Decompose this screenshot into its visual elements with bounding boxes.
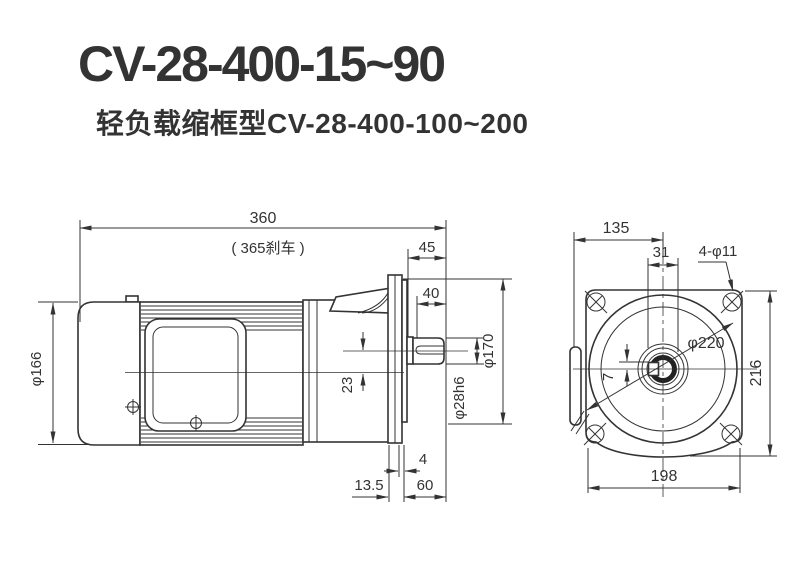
dim-motor-diameter: φ166	[28, 352, 45, 387]
dim-flange-width: 198	[651, 468, 678, 485]
side-dimensions: 360 ( 365刹车 ) 45 40 φ166 φ170 φ28h6 23	[28, 210, 512, 502]
bolt-hole-icon	[720, 290, 744, 314]
front-dimensions: 135 31 4-φ11 φ220 216 7 198	[573, 220, 777, 493]
cap-tab	[125, 295, 139, 303]
dim-center-to-edge: 135	[603, 220, 630, 237]
bolt-hole-icon	[583, 422, 607, 446]
screw-icon	[125, 399, 141, 415]
shaft-base	[406, 336, 414, 365]
dim-pilot-diameter: φ170	[480, 334, 497, 369]
fan-cover	[77, 301, 141, 446]
side-tab	[569, 346, 582, 426]
dim-key-height: 7	[600, 373, 617, 381]
dim-mounting-holes: 4-φ11	[699, 243, 738, 260]
nameplate-frame	[144, 318, 247, 432]
dim-pilot-circle: φ220	[687, 335, 724, 352]
dim-brake-note: ( 365刹车 )	[231, 240, 304, 257]
dim-shaft-length: 40	[423, 285, 440, 302]
break-mark	[570, 410, 585, 432]
bolt-hole-icon	[719, 422, 743, 446]
side-view	[77, 274, 468, 446]
bolt-hole-icon	[584, 290, 608, 314]
page-title: CV-28-400-15~90	[78, 36, 444, 92]
front-view	[569, 250, 757, 497]
page-subtitle: 轻负载缩框型CV-28-400-100~200	[96, 107, 528, 139]
dim-overall-length: 360	[250, 210, 277, 227]
dim-shaft-offset: 23	[339, 377, 356, 394]
dim-flange-thickness: 13.5	[354, 477, 383, 494]
dim-face-to-shaft-end: 60	[417, 477, 434, 494]
dim-flange-height: 216	[748, 360, 765, 387]
screw-icon	[188, 415, 204, 431]
break-mark	[575, 413, 590, 435]
dim-flange-to-shaft-end: 45	[419, 239, 436, 256]
dim-key-span: 31	[653, 244, 670, 261]
dim-shaft-diameter: φ28h6	[451, 376, 468, 419]
shaft-keyway-side	[415, 345, 444, 355]
gearbox-body	[302, 299, 393, 443]
dim-boss-thickness: 4	[419, 451, 427, 468]
